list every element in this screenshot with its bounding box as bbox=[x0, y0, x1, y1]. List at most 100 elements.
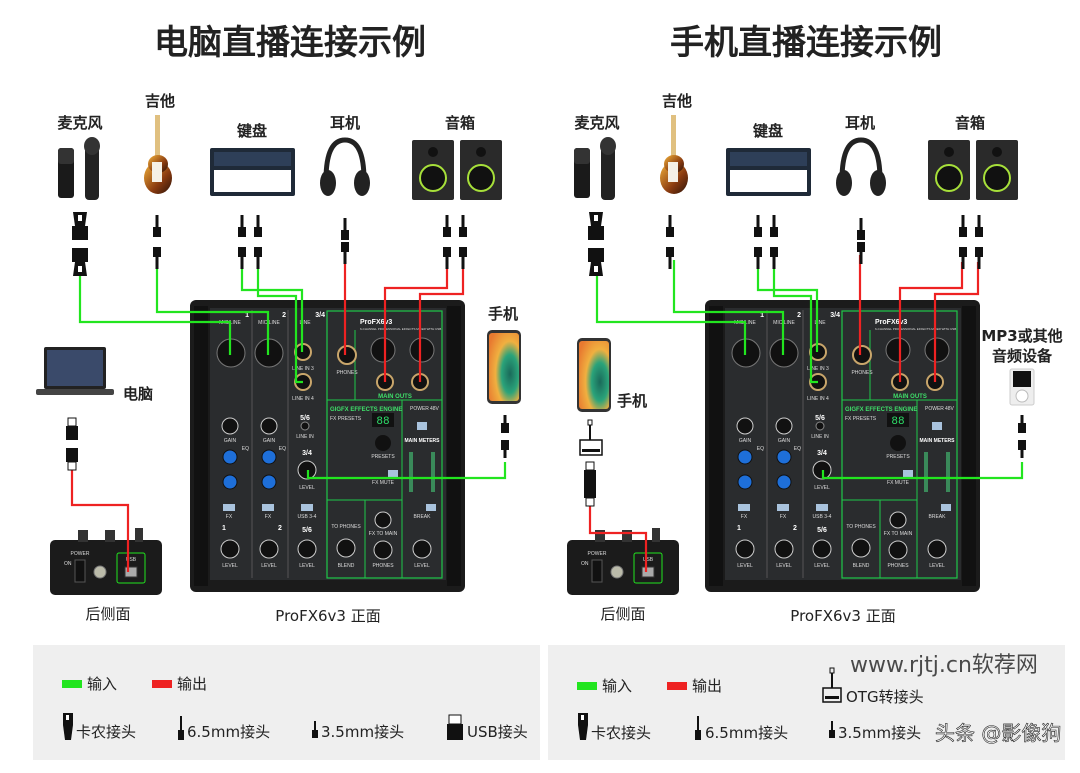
headphones-icon bbox=[320, 137, 370, 196]
phones-jack[interactable] bbox=[852, 345, 872, 365]
jack-65-plug-icon bbox=[857, 242, 865, 264]
fx-to-main-label: FX TO MAIN bbox=[884, 531, 913, 537]
fx-button-1[interactable] bbox=[223, 504, 235, 511]
fx-button-2[interactable] bbox=[262, 504, 274, 511]
level-knob-56[interactable] bbox=[812, 539, 832, 559]
main-out-xlr-r[interactable] bbox=[924, 337, 950, 363]
fx-to-main-knob[interactable] bbox=[374, 511, 392, 529]
level-knob-56[interactable] bbox=[297, 539, 317, 559]
usb-port[interactable] bbox=[641, 566, 655, 578]
jack-35-plug-icon bbox=[1018, 415, 1026, 433]
eq-hi-knob-2[interactable] bbox=[776, 449, 792, 465]
level-knob-2[interactable] bbox=[774, 539, 794, 559]
jack-65-icon bbox=[695, 716, 701, 740]
channel-1-label: 1 bbox=[245, 312, 249, 319]
caption-front: ProFX6v3 正面 bbox=[790, 607, 895, 625]
jack-65-icon bbox=[178, 716, 184, 740]
main-level-knob[interactable] bbox=[927, 539, 947, 559]
fx-label: FX bbox=[265, 514, 272, 520]
power-label: POWER bbox=[71, 551, 90, 557]
power-label: POWER bbox=[410, 406, 429, 412]
main-out-xlr-l[interactable] bbox=[370, 337, 396, 363]
meter-r bbox=[946, 452, 950, 492]
level-label: LEVEL bbox=[814, 485, 830, 491]
label-mic: 麦克风 bbox=[57, 114, 102, 132]
jack-65-plug-icon bbox=[754, 247, 762, 269]
phones-knob[interactable] bbox=[373, 540, 393, 560]
line-in-56-jack[interactable] bbox=[300, 421, 310, 431]
eq-label: EQ bbox=[242, 446, 249, 452]
fx-button-2[interactable] bbox=[777, 504, 789, 511]
power-switch[interactable] bbox=[74, 559, 86, 583]
gain-knob-1[interactable] bbox=[736, 417, 754, 435]
gain-knob-2[interactable] bbox=[260, 417, 278, 435]
level-knob-1[interactable] bbox=[735, 539, 755, 559]
cable-input-mic bbox=[78, 275, 232, 355]
main-outs-label: MAIN OUTS bbox=[378, 394, 412, 400]
xlr-plug-icon bbox=[588, 212, 604, 240]
legend-input: 输入 bbox=[602, 677, 632, 695]
break-button[interactable] bbox=[941, 504, 951, 511]
usb-plug-icon bbox=[66, 417, 78, 440]
phones-jack[interactable] bbox=[337, 345, 357, 365]
presets-knob[interactable] bbox=[890, 435, 906, 451]
blend-knob[interactable] bbox=[851, 538, 871, 558]
guitar-icon bbox=[144, 115, 172, 194]
eq-label: EQ bbox=[757, 446, 764, 452]
line-in-3-label: LINE IN 3 bbox=[292, 366, 314, 372]
label-speakers: 音箱 bbox=[955, 114, 985, 132]
eq-hi-knob-1[interactable] bbox=[737, 449, 753, 465]
presets-knob[interactable] bbox=[375, 435, 391, 451]
eq-low-knob-1[interactable] bbox=[222, 474, 238, 490]
fx-to-main-knob[interactable] bbox=[889, 511, 907, 529]
cable-output-speaker-r bbox=[933, 262, 980, 382]
jack-65-plug-icon bbox=[857, 218, 865, 240]
phantom-power-button[interactable] bbox=[932, 422, 942, 430]
channel-2-label: 2 bbox=[282, 312, 286, 319]
gain-knob-2[interactable] bbox=[775, 417, 793, 435]
usb-plug-icon bbox=[66, 448, 78, 471]
eq-low-knob-2[interactable] bbox=[776, 474, 792, 490]
blend-label: BLEND bbox=[338, 563, 355, 569]
fx-button-1[interactable] bbox=[738, 504, 750, 511]
jack-65-plug-icon bbox=[153, 215, 161, 237]
power-switch[interactable] bbox=[591, 559, 603, 583]
mic-line-label: MIC/LINE bbox=[258, 320, 280, 326]
break-button[interactable] bbox=[426, 504, 436, 511]
xlr-icon bbox=[578, 713, 588, 740]
gain-knob-1[interactable] bbox=[221, 417, 239, 435]
main-out-xlr-l[interactable] bbox=[885, 337, 911, 363]
xlr-icon bbox=[63, 713, 73, 740]
line-in-56-jack[interactable] bbox=[815, 421, 825, 431]
otg-icon bbox=[822, 667, 842, 703]
blend-knob[interactable] bbox=[336, 538, 356, 558]
label-speakers: 音箱 bbox=[445, 114, 475, 132]
fx-label: FX bbox=[226, 514, 233, 520]
eq-label: EQ bbox=[279, 446, 286, 452]
cable-input-keyboard-r bbox=[256, 260, 303, 384]
preset-display bbox=[887, 413, 909, 427]
phantom-power-button[interactable] bbox=[417, 422, 427, 430]
eq-low-knob-2[interactable] bbox=[261, 474, 277, 490]
mp3-player-icon bbox=[1009, 368, 1035, 406]
main-out-xlr-r[interactable] bbox=[409, 337, 435, 363]
usb-port[interactable] bbox=[124, 566, 138, 578]
gain-label: GAIN bbox=[739, 438, 752, 444]
main-level-knob[interactable] bbox=[412, 539, 432, 559]
level-label: LEVEL bbox=[299, 485, 315, 491]
phones-knob[interactable] bbox=[888, 540, 908, 560]
output-swatch bbox=[667, 682, 687, 690]
channel-1-label: 1 bbox=[737, 525, 741, 532]
preset-display-value: 88 bbox=[891, 416, 904, 428]
fx-mute-button[interactable] bbox=[388, 470, 398, 477]
level-label: LEVEL bbox=[222, 563, 238, 569]
level-knob-2[interactable] bbox=[259, 539, 279, 559]
usb34-label: USB 3-4 bbox=[298, 514, 317, 520]
usb34-button[interactable] bbox=[816, 504, 828, 511]
eq-hi-knob-1[interactable] bbox=[222, 449, 238, 465]
level-knob-1[interactable] bbox=[220, 539, 240, 559]
eq-low-knob-1[interactable] bbox=[737, 474, 753, 490]
eq-hi-knob-2[interactable] bbox=[261, 449, 277, 465]
usb34-button[interactable] bbox=[301, 504, 313, 511]
fx-mute-button[interactable] bbox=[903, 470, 913, 477]
